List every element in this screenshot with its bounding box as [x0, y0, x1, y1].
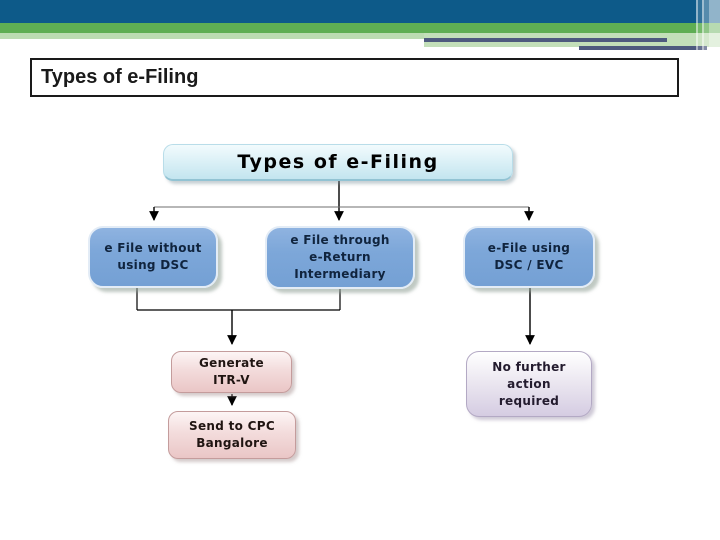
slide-title-box: Types of e-Filing — [30, 58, 679, 97]
node-label-line: Bangalore — [196, 436, 268, 450]
node-label-line: Send to CPC — [189, 419, 275, 433]
node-label-line: using DSC — [117, 258, 189, 272]
node-label-line: e File through — [290, 233, 390, 247]
root-node-label: Types of e-Filing — [237, 151, 439, 173]
edge-stripe — [698, 0, 702, 53]
header-edge-stripes — [694, 0, 720, 53]
node-label-line: required — [498, 393, 560, 408]
node-label-line: action — [507, 376, 551, 391]
node-send-to-cpc-bangalore: Send to CPC Bangalore — [168, 411, 296, 459]
edge-stripe — [702, 0, 704, 53]
header-green-bar — [0, 23, 720, 33]
node-label-line: e-File using — [487, 241, 571, 255]
node-label-line: ITR-V — [213, 373, 250, 387]
node-label-line: e File without — [104, 241, 202, 255]
flowchart-root-node: Types of e-Filing — [163, 144, 513, 181]
header-blue-bar — [0, 0, 720, 23]
node-e-file-through-intermediary: e File through e-Return Intermediary — [265, 226, 415, 289]
edge-stripe — [709, 0, 720, 53]
slide-title: Types of e-Filing — [41, 66, 199, 88]
node-e-file-using-dsc-evc: e-File using DSC / EVC — [463, 226, 595, 288]
header-slate-bar-upper — [424, 38, 667, 42]
node-label-line: No further — [492, 359, 566, 374]
node-label-line: Generate — [199, 356, 264, 370]
header-lightgreen-bar — [0, 33, 720, 39]
node-label-line: Intermediary — [294, 267, 386, 281]
edge-stripe — [696, 0, 698, 53]
node-e-file-without-dsc: e File without using DSC — [88, 226, 218, 288]
header-slate-bar-lower — [579, 46, 707, 50]
node-generate-itrv: Generate ITR-V — [171, 351, 292, 393]
node-no-further-action: No further action required — [466, 351, 592, 417]
node-label-line: e-Return — [309, 250, 371, 264]
edge-stripe — [704, 0, 709, 53]
node-label-line: DSC / EVC — [494, 258, 564, 272]
